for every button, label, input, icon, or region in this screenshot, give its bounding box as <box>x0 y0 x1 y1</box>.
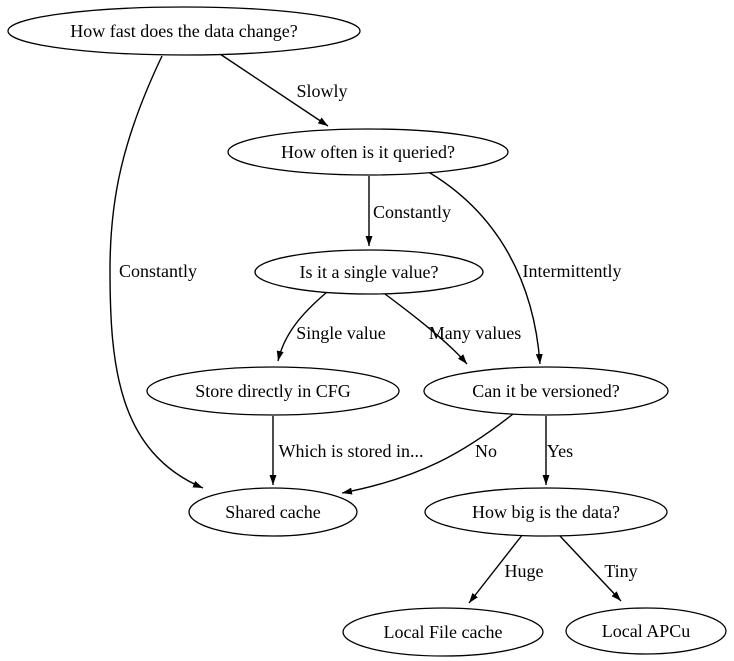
edge-how-big-to-local-file <box>468 533 524 604</box>
edge-label-no: No <box>475 441 497 461</box>
edge-how-often-to-versioned <box>424 169 543 365</box>
node-how-big-ellipse <box>424 487 668 537</box>
node-shared-cache-ellipse <box>188 487 358 537</box>
edges-layer: Slowly Constantly Constantly Intermitten… <box>109 53 638 604</box>
node-local-file-label: Local File cache <box>384 622 503 642</box>
edge-label-tiny: Tiny <box>604 561 637 581</box>
node-local-apcu-label: Local APCu <box>602 621 691 641</box>
edge-how-big-to-local-apcu <box>559 535 622 602</box>
node-versioned-ellipse <box>423 366 669 416</box>
node-how-big-label: How big is the data? <box>472 502 620 522</box>
node-how-fast-ellipse <box>7 6 361 56</box>
edge-single-value-to-store-cfg <box>276 291 328 362</box>
node-local-apcu-ellipse <box>565 607 727 655</box>
edge-label-slowly: Slowly <box>296 81 347 101</box>
node-shared-cache: Shared cache <box>188 487 358 537</box>
edge-single-value-to-versioned <box>384 293 468 365</box>
edge-label-single-value: Single value <box>296 323 385 343</box>
edge-label-which-stored: Which is stored in... <box>279 441 424 461</box>
edge-versioned-to-shared-cache <box>341 413 514 495</box>
node-how-big: How big is the data? <box>424 487 668 537</box>
edge-label-many-values: Many values <box>429 323 521 343</box>
node-local-file-ellipse <box>342 607 544 657</box>
node-single-value-label: Is it a single value? <box>300 262 439 282</box>
edge-label-constantly-left: Constantly <box>119 261 197 281</box>
node-how-often: How often is it queried? <box>227 128 509 176</box>
node-store-cfg-label: Store directly in CFG <box>195 381 351 401</box>
node-store-cfg-ellipse <box>146 366 400 416</box>
node-how-often-ellipse <box>227 128 509 176</box>
edge-label-huge: Huge <box>505 561 544 581</box>
edge-how-fast-to-how-often <box>219 53 329 127</box>
edge-label-intermittently: Intermittently <box>523 261 622 281</box>
node-store-cfg: Store directly in CFG <box>146 366 400 416</box>
node-how-fast: How fast does the data change? <box>7 6 361 56</box>
node-shared-cache-label: Shared cache <box>225 502 320 522</box>
node-local-file: Local File cache <box>342 607 544 657</box>
node-how-fast-label: How fast does the data change? <box>70 21 297 41</box>
nodes-layer: How fast does the data change? How often… <box>7 6 727 657</box>
node-local-apcu: Local APCu <box>565 607 727 655</box>
node-single-value-ellipse <box>254 249 484 295</box>
edge-how-fast-to-shared-cache <box>109 55 204 489</box>
edge-label-yes: Yes <box>547 441 573 461</box>
node-versioned: Can it be versioned? <box>423 366 669 416</box>
node-how-often-label: How often is it queried? <box>281 142 455 162</box>
node-versioned-label: Can it be versioned? <box>472 381 619 401</box>
edge-label-constantly-mid: Constantly <box>373 202 451 222</box>
node-single-value: Is it a single value? <box>254 249 484 295</box>
